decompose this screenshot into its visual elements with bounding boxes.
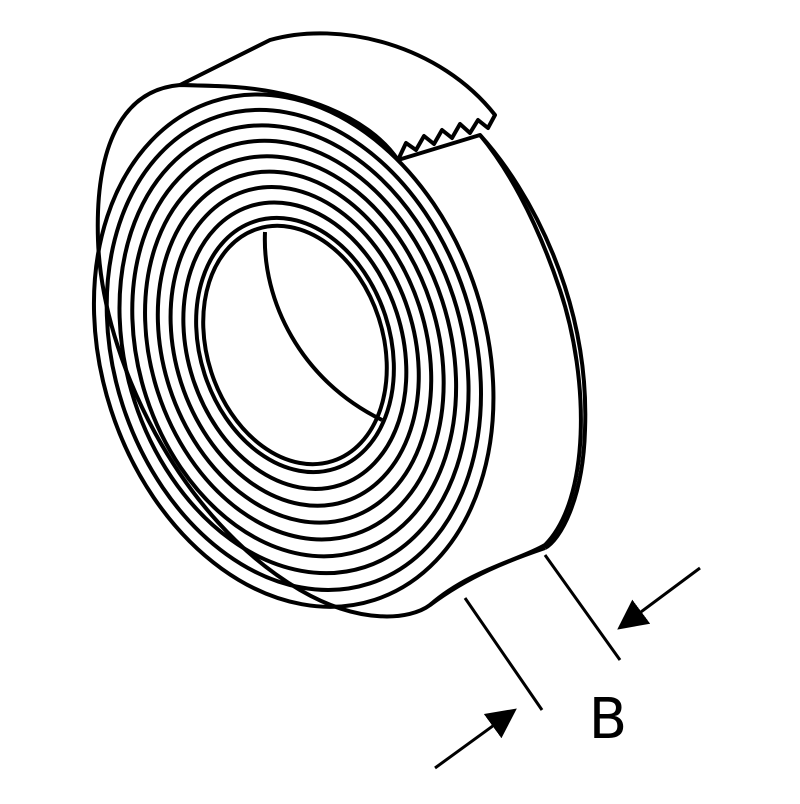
tape-wrap-9 bbox=[91, 92, 496, 609]
tape-wrap-2 bbox=[181, 200, 409, 491]
tape-wrap-4 bbox=[155, 169, 434, 525]
dimension-label-b: B bbox=[588, 687, 628, 752]
dimension-b bbox=[434, 554, 701, 770]
tape-wrap-7 bbox=[117, 123, 471, 576]
tape-roll-bottom-edge bbox=[428, 546, 546, 607]
tape-wraps bbox=[91, 92, 496, 609]
tape-wrap-3 bbox=[168, 185, 421, 508]
tape-wrap-1 bbox=[194, 215, 396, 475]
core-inner-wall bbox=[262, 231, 383, 422]
extension-line-left bbox=[463, 597, 544, 711]
tape-wrap-8 bbox=[104, 107, 483, 592]
extension-line-right bbox=[543, 554, 622, 661]
arrow-left bbox=[434, 708, 517, 770]
tape-wrap-5 bbox=[143, 154, 446, 542]
tape-core bbox=[201, 223, 389, 467]
tape-roll-right-edge bbox=[478, 133, 588, 550]
arrow-right bbox=[617, 566, 701, 630]
tape-wrap-6 bbox=[130, 138, 459, 559]
